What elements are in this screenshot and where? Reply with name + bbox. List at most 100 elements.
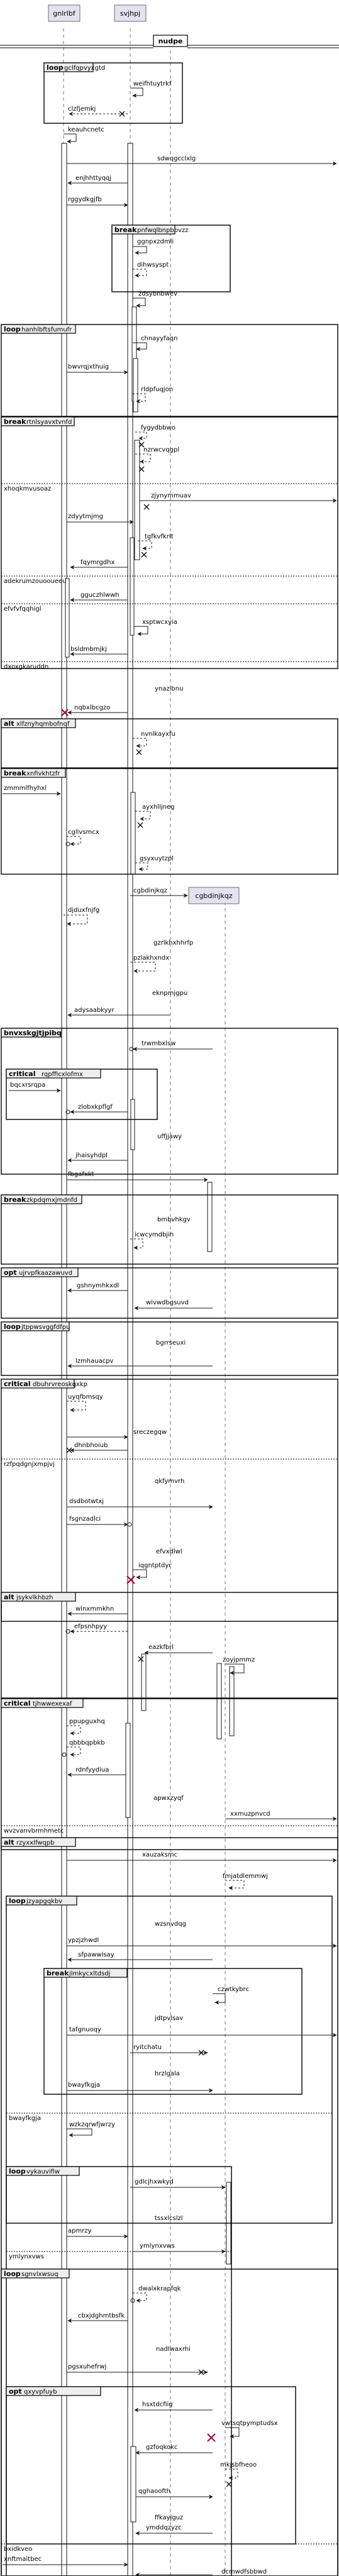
message-label: wzkzqrwfjwrzy bbox=[69, 2121, 115, 2128]
message-label: ymddqzyzc bbox=[146, 2524, 182, 2531]
divider-label: gzrlkhxhhrfp bbox=[153, 940, 193, 947]
participant-cgbdinjkqz: cgbdinjkqz bbox=[188, 887, 240, 904]
svg-text:opt: opt bbox=[9, 2387, 22, 2396]
divider-label: hrzlgala bbox=[155, 2070, 180, 2077]
frame-label: qxyvpfuyb bbox=[24, 2389, 57, 2396]
critical-frame-dbuhrvreoskqxkp: critical dbuhrvreoskqxkp rzfpqdgnjxmpjvj bbox=[1, 1379, 338, 1622]
message-label: ypzjzhwdl bbox=[68, 1937, 99, 1944]
divider-label: nadlwaxrhi bbox=[156, 2346, 191, 2353]
svg-text:critical: critical bbox=[4, 1699, 30, 1707]
message-label: pgsxuhefrwj bbox=[68, 2363, 106, 2370]
svg-text:alt: alt bbox=[4, 1593, 14, 1601]
message-label: vwtsqtpymptudsx bbox=[221, 2420, 278, 2427]
message-label: djduxfnjfg bbox=[68, 907, 99, 914]
svg-text:loop: loop bbox=[4, 2270, 21, 2278]
message-label: dhnbhoiub bbox=[74, 1442, 108, 1449]
frame-label: rtnlsyavxtvnfd bbox=[26, 419, 72, 426]
frame-label: jzyapgqkbv bbox=[26, 1898, 62, 1905]
message-label: rggydkgjfb bbox=[68, 196, 102, 203]
svg-text:critical: critical bbox=[9, 1070, 35, 1078]
message-label: chnayyfaqn bbox=[141, 335, 177, 342]
message-label: enjhhttyqqj bbox=[75, 175, 111, 182]
frame-else-label: efvfvfqqhigl bbox=[4, 606, 42, 613]
message-label: dihwsyspt bbox=[137, 262, 169, 269]
message-label: cgllvsmcx bbox=[68, 829, 99, 836]
break-frame-pnfwqlbnpbbvzz: break pnfwqlbnpbbvzz bbox=[111, 225, 231, 292]
divider-label: tssxlcslzl bbox=[155, 2215, 183, 2222]
participant-svjhpj: svjhpj bbox=[114, 4, 147, 22]
message-label: tgfkvfkrlt bbox=[145, 533, 174, 540]
message-label: fsgnzadlci bbox=[69, 1516, 101, 1523]
divider-label: apwxzyqf bbox=[153, 1795, 184, 1802]
svg-text:loop: loop bbox=[9, 1897, 26, 1905]
loop-frame-gdlcjhxwkyd: loop vykauvifiw ymlynxvws bbox=[6, 2166, 232, 2576]
break-frame-zkpdqmxjmdnfd: break zkpdqmxjmdnfd bbox=[1, 1194, 338, 1265]
frame-else-label: adekrumzouooueeu bbox=[4, 578, 67, 585]
message-label: ppupguxhq bbox=[69, 1718, 105, 1725]
svg-text:break: break bbox=[4, 1196, 26, 1204]
message-label: hsxtdcfiig bbox=[142, 2401, 173, 2408]
message-label: dsdbotwtxj bbox=[69, 1498, 104, 1505]
message-label: bsldmbmjkj bbox=[70, 646, 107, 653]
frame-label: bnvxskgjtjpibq bbox=[4, 1029, 62, 1037]
break-frame-rtnlsyavxtvnfd: break rtnlsyavxtvnfd xhoqkmvusoaz adekru… bbox=[1, 416, 338, 670]
frame-label: vykauvifiw bbox=[26, 2168, 60, 2175]
critical-frame-rqpfficxlofmx: critical rqpfficxlofmx bbox=[6, 1069, 158, 1120]
frame-label: hanhlbftsfumufr bbox=[21, 326, 72, 333]
message-label: lzmhauacpv bbox=[75, 1358, 114, 1365]
message-label: gshnymhkxdl bbox=[77, 1282, 119, 1289]
message-label: gzfoqkokc bbox=[146, 2444, 177, 2451]
loop-frame-gclfqpvyxgtd: loop gclfqpvyxgtd bbox=[43, 62, 183, 124]
message-label: dcmwdfsbbwd bbox=[221, 2568, 267, 2575]
frame-else-label: dxoxgkaruddn bbox=[4, 663, 48, 670]
participant-nudpe: nudpe bbox=[153, 35, 188, 47]
message-label: clzfjemkj bbox=[68, 106, 96, 113]
opt-frame-vwtsqtpymptudsx: opt qxyvpfuyb bxidkveo bbox=[1, 2386, 338, 2553]
divider-label: bmbvhkgv bbox=[157, 1216, 191, 1223]
frame-else-label: rzfpqdgnjxmpjvj bbox=[4, 1461, 55, 1468]
message-label: bwvrqjxthuig bbox=[68, 364, 109, 370]
message-label: zjynymmuav bbox=[151, 492, 191, 499]
message-label: rldpfuqjon bbox=[141, 386, 173, 393]
message-label: cgbdinjkqz bbox=[133, 887, 167, 894]
message-label: pzlakhxndx bbox=[133, 955, 169, 962]
message-label: fmjatdlemmwj bbox=[223, 1873, 268, 1880]
message-label: wivwdbgsuvd bbox=[146, 1299, 189, 1306]
divider-label: eknpmjgpu bbox=[152, 990, 187, 997]
message-label: nvnlkayxfu bbox=[141, 731, 175, 738]
svg-text:loop: loop bbox=[47, 64, 64, 72]
message-label: icwcymdbjih bbox=[135, 1231, 174, 1238]
message-label: trwmbxlsw bbox=[142, 1040, 175, 1047]
frame-else-label: ymlynxvws bbox=[9, 2253, 44, 2260]
message-label: ymlynxvws bbox=[140, 2243, 175, 2250]
svg-text:break: break bbox=[4, 769, 26, 777]
frame-label: dbuhrvreoskqxkp bbox=[33, 1381, 87, 1388]
svg-text:opt: opt bbox=[4, 1269, 17, 1277]
message-label: eazkfbrl bbox=[148, 1644, 174, 1651]
message-label: ggnpxzdmli bbox=[137, 238, 174, 245]
svg-text:loop: loop bbox=[4, 1323, 21, 1331]
participant-label-gnlrlbf: gnlrlbf bbox=[53, 9, 76, 18]
divider-label: ynazibnu bbox=[155, 686, 183, 692]
alt-frame-xlfznyhqmbofnqf: alt xlfznyhqmbofnqf bbox=[1, 718, 338, 769]
divider-label: qkfymvrh bbox=[155, 1478, 184, 1485]
message-label: bwayfkgja bbox=[68, 2082, 100, 2089]
message-label: zmmmlfhyhxl bbox=[4, 785, 47, 792]
divider-label: ffkayjguz bbox=[155, 2514, 183, 2521]
lifelines bbox=[63, 28, 226, 2576]
frame-label: jlmkycxltdsdj bbox=[69, 1970, 110, 1977]
svg-text:loop: loop bbox=[4, 325, 21, 333]
svg-text:critical: critical bbox=[4, 1380, 30, 1388]
message-label: mkjsbfheoo bbox=[220, 2462, 257, 2468]
messages: weifhtuytrkf clzfjemkj keauhcnetc sdwqgc… bbox=[3, 80, 337, 2576]
alt-frame-rzyxxlfwqpb: alt rzyxxlfwqpb bbox=[1, 1837, 338, 2576]
divider-label: wzsnvdqg bbox=[155, 1921, 186, 1928]
frame-label: ujrvpfkaazawuvd bbox=[19, 1270, 72, 1277]
break-frame-xnfivkhtzfr: break xnfivkhtzfr bbox=[1, 768, 338, 875]
frame-label: rqpfficxlofmx bbox=[42, 1071, 83, 1078]
svg-text:break: break bbox=[47, 1969, 69, 1977]
message-label: bqcxrsrqpa bbox=[10, 1082, 45, 1089]
participant-label-nudpe: nudpe bbox=[158, 37, 183, 45]
activations bbox=[61, 143, 235, 2576]
loop-frame-jtppwsvggfdfpu: loop jtppwsvggfdfpu bbox=[1, 1321, 338, 1376]
